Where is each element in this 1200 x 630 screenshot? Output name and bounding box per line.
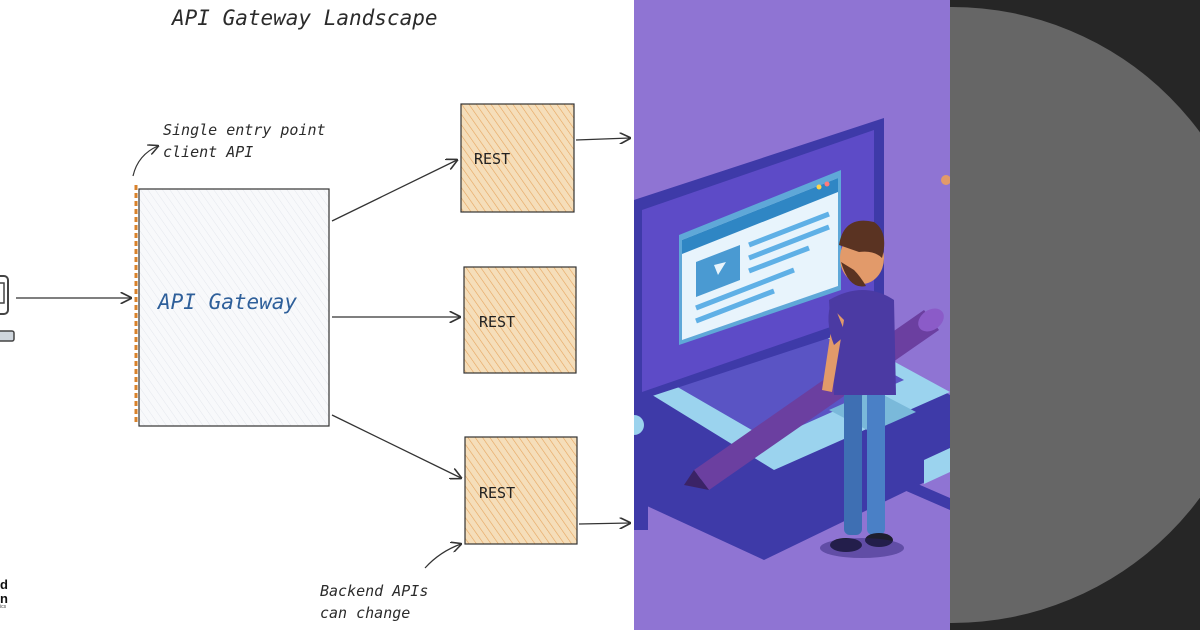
rest-service-box-1 xyxy=(460,103,575,213)
entry-note-arrow xyxy=(132,146,158,177)
service-3-out-arrow xyxy=(578,523,630,524)
client-device-icon xyxy=(0,275,15,342)
gateway-label: API Gateway xyxy=(158,290,298,314)
rest-service-label-3: REST xyxy=(479,484,516,502)
rest-service-box-2 xyxy=(463,266,577,374)
illustration-canvas xyxy=(634,118,950,560)
service-1-out-arrow xyxy=(575,138,630,140)
backend-note-arrow xyxy=(424,544,461,569)
diagram-title: API Gateway Landscape xyxy=(172,6,438,30)
developer-illustration xyxy=(634,0,950,630)
backend-apis-note: Backend APIs can change xyxy=(320,582,429,622)
entry-point-note: Single entry point client API xyxy=(163,121,326,161)
rest-service-label-2: REST xyxy=(479,313,516,331)
rest-service-box-3 xyxy=(464,436,578,545)
dark-panel xyxy=(950,0,1200,630)
gateway-to-service-1-arrow xyxy=(331,160,457,222)
gateway-box xyxy=(138,188,330,427)
gray-disc xyxy=(950,7,1200,623)
stationery-icon xyxy=(904,175,950,510)
rest-service-label-1: REST xyxy=(474,150,511,168)
diagram-canvas xyxy=(0,103,634,569)
gateway-to-service-3-arrow xyxy=(331,414,461,478)
person-icon xyxy=(820,220,904,558)
api-gateway-diagram: API Gateway Landscape Single entry point… xyxy=(0,6,634,622)
brand-logo-sub: ics xyxy=(0,604,7,610)
brand-logo: d n xyxy=(0,577,8,606)
gray-disc-canvas xyxy=(950,7,1200,623)
